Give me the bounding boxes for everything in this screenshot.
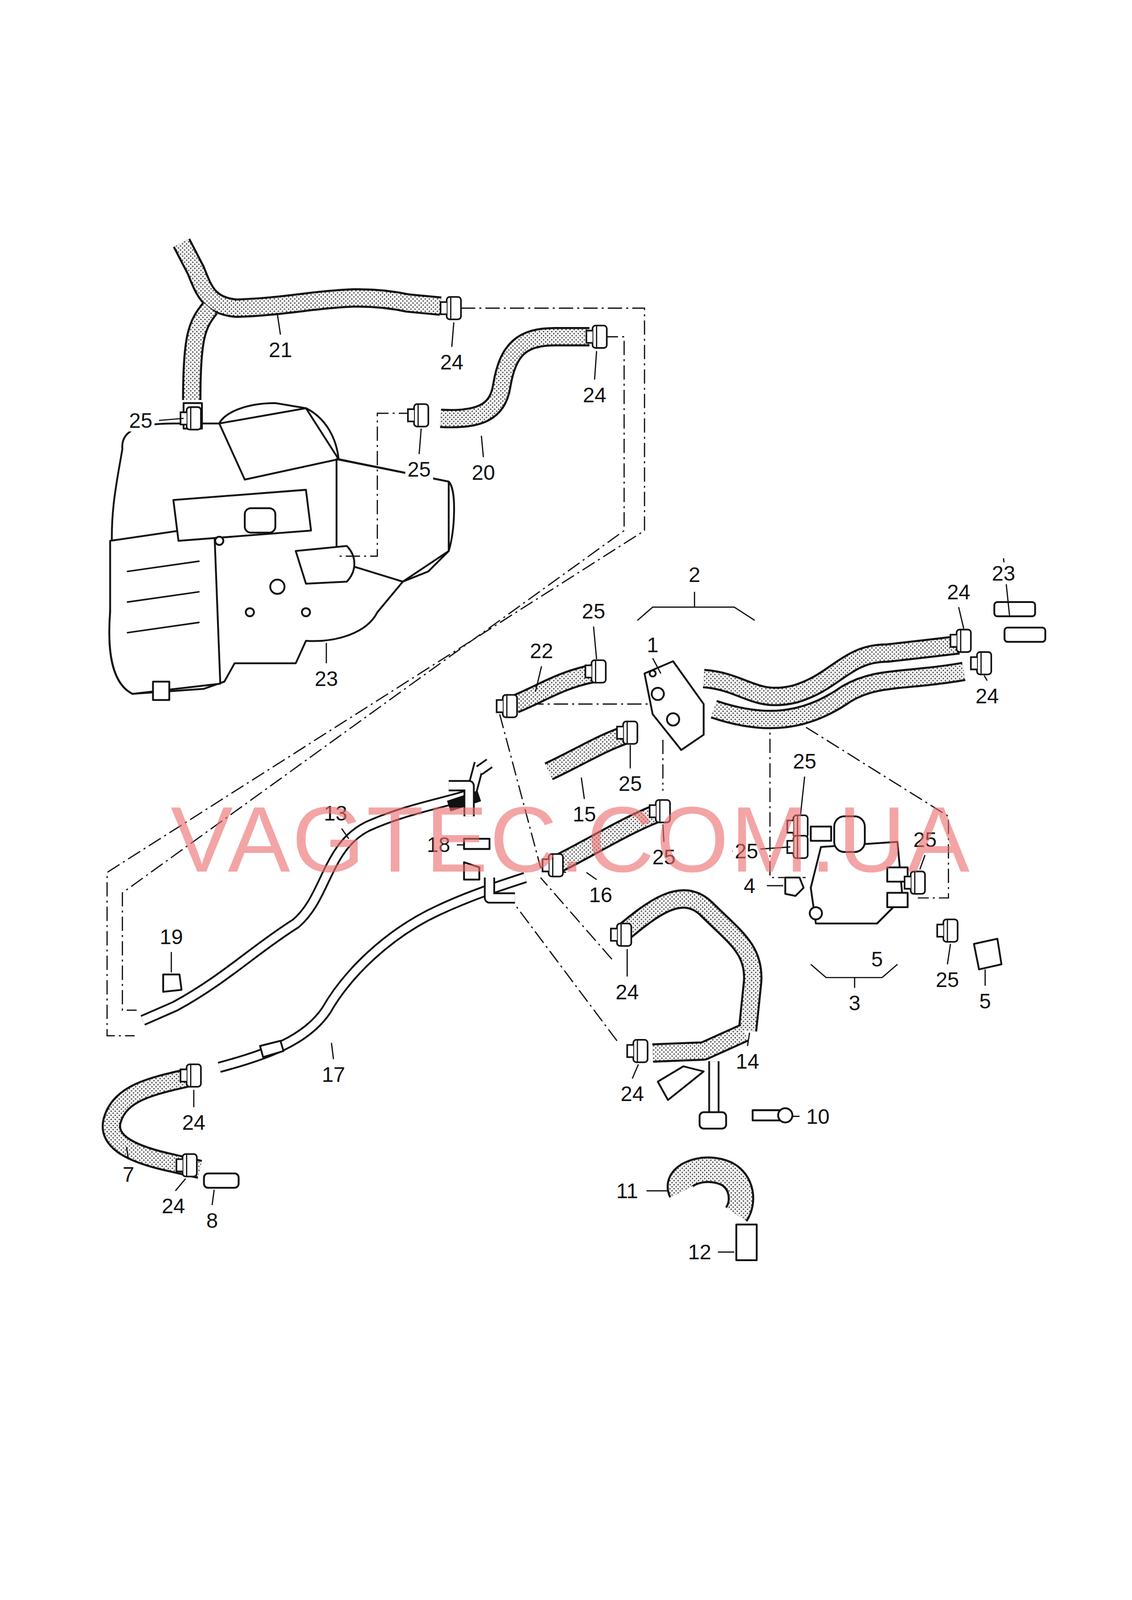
callout-number: 24 [973,684,1002,707]
callout-number: 24 [618,1082,647,1105]
callout-number: 8 [203,1209,221,1231]
callout-number: 24 [179,1111,208,1133]
callout-number: 24 [944,580,973,603]
callout-number: 25 [126,409,155,432]
callout-number: 25 [616,772,645,795]
callout-number: 2 [686,563,703,586]
callout-number: 24 [613,980,641,1003]
callout-number: 24 [580,383,609,406]
callout-number: 20 [469,461,498,484]
callout-number: 22 [527,639,556,662]
callout-number: 16 [586,883,615,906]
watermark: VAGTEC.COM.UA [170,791,972,886]
callout-number: 19 [157,925,186,948]
callout-number: 23 [989,562,1018,585]
callout-number: 3 [846,991,864,1014]
callout-number: 14 [733,1049,762,1072]
callout-number: 21 [266,338,295,361]
callout-number: 25 [933,968,962,991]
callout-number: 7 [120,1163,137,1185]
callout-number: 5 [868,947,886,970]
callout-number: 24 [437,351,466,373]
callout-number: 17 [319,1063,348,1086]
callout-number: 1 [644,633,662,656]
callout-number: 5 [976,989,994,1012]
callout-number: 24 [159,1194,188,1217]
callout-number: 11 [614,1179,641,1202]
callout-number: 10 [803,1105,832,1127]
callout-number: 25 [405,458,434,481]
callout-number: 25 [790,749,819,772]
callout-number: 12 [685,1240,714,1263]
heater-unit [109,403,455,700]
callout-number: 25 [579,599,608,622]
callout-number: 23 [312,667,341,690]
